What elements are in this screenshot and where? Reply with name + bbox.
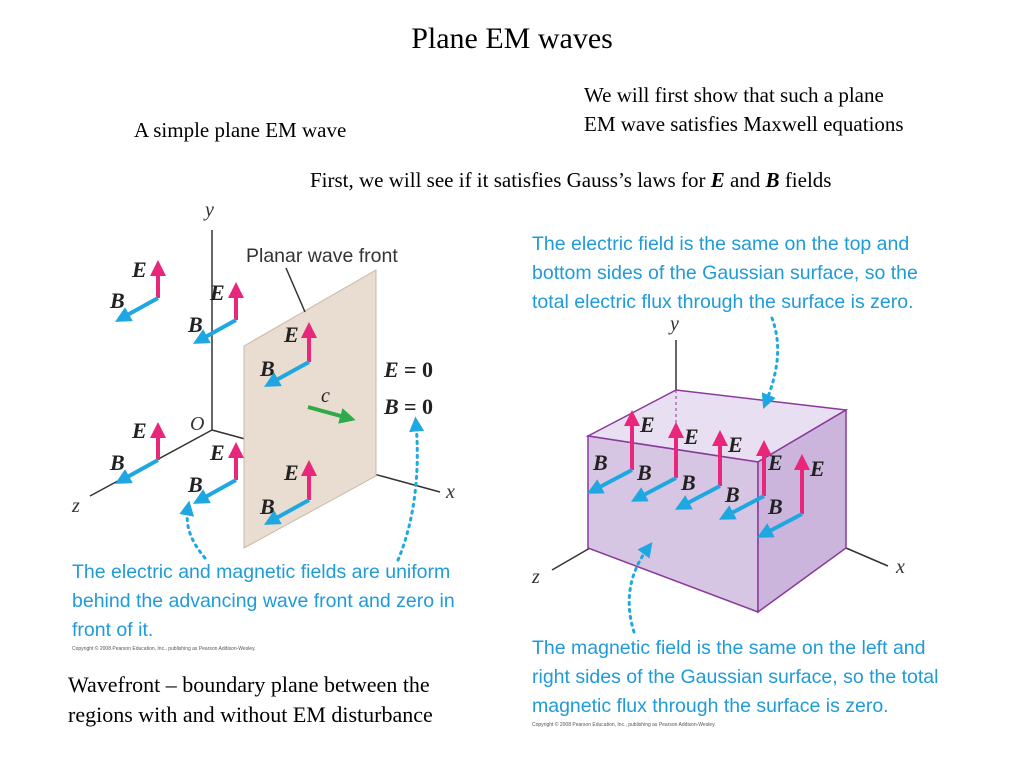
gauss-prefix: First, we will see if it satisfies Gauss…	[310, 168, 711, 192]
zero-field-labels: E = 0 B = 0	[383, 357, 433, 419]
left-axis-y-label: y	[203, 199, 214, 221]
e-label: E	[209, 440, 225, 465]
e-label: E	[767, 450, 783, 475]
b-label: B	[109, 288, 125, 313]
b-label: B	[259, 494, 275, 519]
wavefront-note-line-2: regions with and without EM disturbance	[68, 702, 433, 727]
right-axis-x-label: x	[895, 556, 905, 578]
e-label: E	[283, 460, 299, 485]
top-caption-line-3: total electric flux through the surface …	[532, 291, 914, 313]
b-field-arrow	[263, 360, 310, 387]
e-label: E	[809, 456, 825, 481]
gauss-suffix: fields	[779, 168, 832, 192]
origin-label: O	[190, 413, 204, 435]
box-field-pair: E B	[586, 410, 655, 494]
e-label: E	[209, 280, 225, 305]
wavefront-label: Planar wave front	[246, 245, 398, 267]
gauss-b-symbol: B	[765, 168, 780, 192]
left-caption-line-3: front of it.	[72, 619, 154, 641]
side-dotted-pointer	[627, 541, 653, 634]
front-dotted-pointer	[396, 416, 425, 562]
right-note-line-1: We will first show that such a plane	[584, 83, 884, 107]
box-front-face	[587, 435, 759, 614]
field-pair: E B	[187, 440, 244, 504]
field-pair: E B	[187, 280, 244, 344]
wavefront-pointer	[285, 267, 306, 313]
left-copyright: Copyright © 2008 Pearson Education, Inc.…	[72, 646, 256, 652]
b-field-arrow	[193, 318, 237, 344]
top-caption-line-2: bottom sides of the Gaussian surface, so…	[532, 262, 918, 284]
page-title: Plane EM waves	[411, 22, 613, 55]
b-label: B	[680, 470, 696, 495]
b-label: B	[187, 312, 203, 337]
left-axis-z-label: z	[71, 495, 80, 517]
e-label: E	[683, 424, 699, 449]
top-caption-line-1: The electric field is the same on the to…	[532, 233, 910, 255]
b-label: B	[592, 450, 608, 475]
field-pair: E B	[259, 460, 317, 525]
left-subtitle: A simple plane EM wave	[134, 118, 347, 142]
b-field-arrow	[115, 458, 159, 484]
e-zero-value: = 0	[404, 357, 433, 382]
right-axis-z-label: z	[531, 566, 540, 588]
gauss-e-symbol: E	[710, 168, 725, 192]
right-x-axis	[845, 547, 889, 567]
box-field-pair: E B	[674, 430, 743, 510]
b-zero-value: = 0	[404, 394, 433, 419]
left-caption-line-2: behind the advancing wave front and zero…	[72, 590, 455, 612]
b-field-arrow	[630, 476, 677, 502]
top-dotted-pointer	[761, 316, 780, 409]
b-field-arrow	[586, 468, 633, 494]
b-label: B	[259, 356, 275, 381]
box-field-pair: E B	[756, 454, 825, 538]
velocity-arrow	[307, 405, 356, 424]
e-label: E	[283, 322, 299, 347]
gauss-mid: and	[724, 168, 766, 192]
field-pair: E B	[109, 257, 166, 322]
e-zero-symbol: E	[383, 357, 399, 382]
b-label: B	[767, 494, 783, 519]
e-label: E	[131, 418, 147, 443]
field-pair: E B	[109, 418, 166, 484]
bottom-caption-line-1: The magnetic field is the same on the le…	[532, 637, 926, 659]
b-label: B	[187, 472, 203, 497]
b-label: B	[724, 482, 740, 507]
gaussian-surface	[585, 389, 849, 614]
b-zero-symbol: B	[383, 394, 399, 419]
b-field-arrow	[718, 494, 765, 520]
velocity-label: c	[321, 385, 330, 407]
bottom-caption-line-2: right sides of the Gaussian surface, so …	[532, 666, 939, 688]
box-field-pair: E B	[718, 440, 783, 520]
b-label: B	[109, 450, 125, 475]
right-copyright: Copyright © 2008 Pearson Education, Inc.…	[532, 722, 716, 728]
right-axis-y-label: y	[668, 313, 679, 335]
gauss-law-line: First, we will see if it satisfies Gauss…	[310, 166, 831, 195]
b-field-arrow	[756, 512, 803, 538]
b-label: B	[636, 460, 652, 485]
left-axis-x-label: x	[445, 481, 455, 503]
field-pair: E B	[259, 322, 317, 387]
b-field-arrow	[263, 498, 310, 525]
e-label: E	[639, 412, 655, 437]
e-label: E	[727, 432, 743, 457]
wavefront-note-line-1: Wavefront – boundary plane between the	[68, 672, 430, 697]
left-caption-line-1: The electric and magnetic fields are uni…	[72, 561, 451, 583]
b-field-arrow	[674, 484, 721, 510]
e-label: E	[131, 257, 147, 282]
b-field-arrow	[115, 296, 159, 322]
right-z-axis	[551, 547, 591, 571]
bottom-caption-line-3: magnetic flux through the surface is zer…	[532, 695, 889, 717]
right-note-line-2: EM wave satisfies Maxwell equations	[584, 112, 904, 136]
box-field-pair: E B	[630, 422, 699, 502]
b-field-arrow	[193, 478, 237, 504]
left-dotted-pointer	[179, 500, 207, 560]
